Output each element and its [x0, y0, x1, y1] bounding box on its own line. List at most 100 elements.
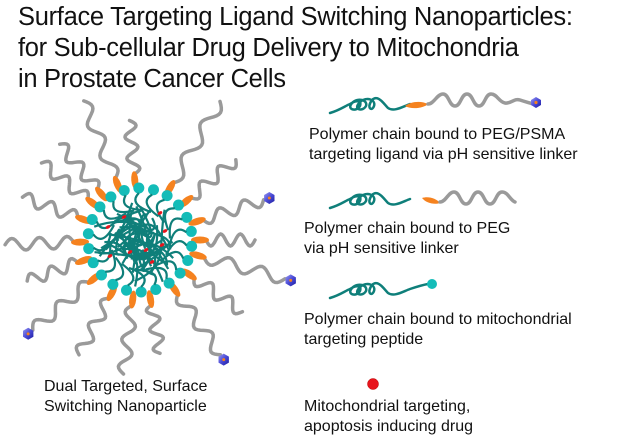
polymer-strand: [95, 217, 120, 230]
caption-line: Dual Targeted, Surface: [44, 378, 208, 395]
peptide-bead: [174, 267, 186, 279]
peptide-bead: [148, 184, 160, 196]
peptide-bead: [181, 211, 193, 223]
legend-text-line: Mitochondrial targeting,: [304, 398, 471, 415]
linker: [405, 101, 428, 109]
drug-molecule: [162, 229, 168, 233]
nanoparticle-icon: [3, 99, 296, 376]
drug-molecule: [157, 211, 163, 215]
polymer-peg-psma-icon: [328, 92, 541, 115]
polymer-strand: [112, 200, 135, 214]
polymer-strand: [128, 266, 146, 288]
peptide-bead: [150, 284, 162, 296]
polymer-strand: [122, 194, 143, 212]
peg-chain: [39, 159, 91, 202]
nanoparticle-caption: Dual Targeted, Surface Switching Nanopar…: [44, 377, 207, 417]
legend-text-line: via pH sensitive linker: [304, 240, 459, 257]
peg-chain: [204, 232, 257, 248]
polymer-strand: [127, 239, 157, 274]
page-title: Surface Targeting Ligand Switching Nanop…: [18, 2, 573, 95]
legend-item-drug: Mitochondrial targeting, apoptosis induc…: [304, 397, 473, 437]
peptide-bead: [87, 257, 99, 269]
legend-text-line: targeting ligand via pH sensitive linker: [309, 146, 578, 163]
polymer-strand: [120, 262, 135, 287]
legend-text-line: targeting peptide: [304, 331, 424, 348]
polymer-strand: [133, 252, 159, 271]
peg-chain: [82, 99, 120, 181]
polymer-strand: [137, 268, 158, 286]
psma-center: [26, 332, 30, 336]
legend-text-line: apoptosis inducing drug: [304, 418, 474, 435]
psma-center: [222, 358, 226, 362]
polymer-strand: [105, 218, 152, 251]
polymer-strand: [97, 241, 112, 263]
peptide-bead: [82, 228, 94, 240]
linker: [188, 217, 206, 226]
peg-chain: [116, 303, 138, 376]
peg-chain: [171, 99, 224, 185]
peptide-bead: [173, 199, 185, 211]
peptide-bead: [105, 191, 117, 203]
drug-molecule: [121, 215, 127, 219]
title-line-3: in Prostate Cancer Cells: [18, 65, 286, 93]
polymer-strand: [102, 209, 127, 220]
linker: [95, 186, 108, 202]
polymer-strand: [163, 207, 175, 231]
peg-chain: [144, 303, 166, 356]
peg-chain: [202, 255, 287, 285]
peptide-bead: [120, 284, 132, 296]
legend-item-peg: Polymer chain bound to PEG via pH sensit…: [304, 219, 510, 259]
polymer-strand: [132, 209, 156, 261]
peptide-bead: [182, 255, 194, 267]
legend-item-peptide: Polymer chain bound to mitochondrial tar…: [304, 310, 572, 350]
polymer-strand: [160, 250, 185, 263]
peg-chain: [123, 118, 142, 177]
polymer-strand: [92, 232, 112, 252]
polymer-strand: [165, 240, 188, 256]
peg-chain: [74, 296, 111, 357]
polymer-strand: [168, 228, 188, 248]
peg-chain: [3, 234, 76, 252]
polymer-coil: [328, 96, 412, 115]
peg-chain: [25, 256, 80, 283]
peptide-bead: [133, 182, 145, 194]
drug-molecule: [159, 243, 165, 247]
polymer-strand: [155, 198, 166, 224]
legend-text-line: Polymer chain bound to PEG: [304, 220, 511, 237]
linker: [189, 251, 207, 260]
polymer-strand: [123, 217, 156, 260]
polymer-strand: [168, 217, 183, 239]
peptide-bead: [135, 286, 147, 298]
polymer-peptide-icon: [328, 279, 437, 300]
peptide-bead: [86, 213, 98, 225]
peg-chain: [20, 191, 80, 220]
polymer-strand: [134, 192, 152, 214]
linker: [71, 238, 90, 246]
drug-molecule: [143, 248, 149, 252]
peg-chain: [201, 198, 266, 226]
psma-center: [289, 278, 293, 282]
polymer-strand: [92, 224, 115, 240]
polymer-strand: [153, 260, 178, 271]
linker: [129, 290, 137, 309]
drug-molecule: [105, 225, 111, 229]
peg-chain: [188, 157, 238, 201]
peptide-bead: [118, 184, 130, 196]
drug-molecule: [127, 250, 133, 254]
peptide-bead: [186, 240, 198, 252]
peptide-bead: [185, 225, 197, 237]
peptide-bead: [163, 277, 175, 289]
polymer-strand: [114, 256, 125, 282]
polymer-strand: [145, 266, 168, 280]
linker: [191, 236, 209, 244]
linker: [75, 256, 93, 266]
linker: [181, 268, 197, 281]
linker: [146, 290, 155, 308]
polymer-strand: [145, 193, 160, 218]
polymer-strand: [137, 225, 170, 270]
peptide-bead: [94, 201, 106, 213]
polymer-peg-icon: [328, 190, 517, 210]
drug-icon: [367, 378, 379, 390]
peg-chain: [174, 292, 223, 357]
legend-text-line: Polymer chain bound to mitochondrial: [304, 311, 572, 328]
